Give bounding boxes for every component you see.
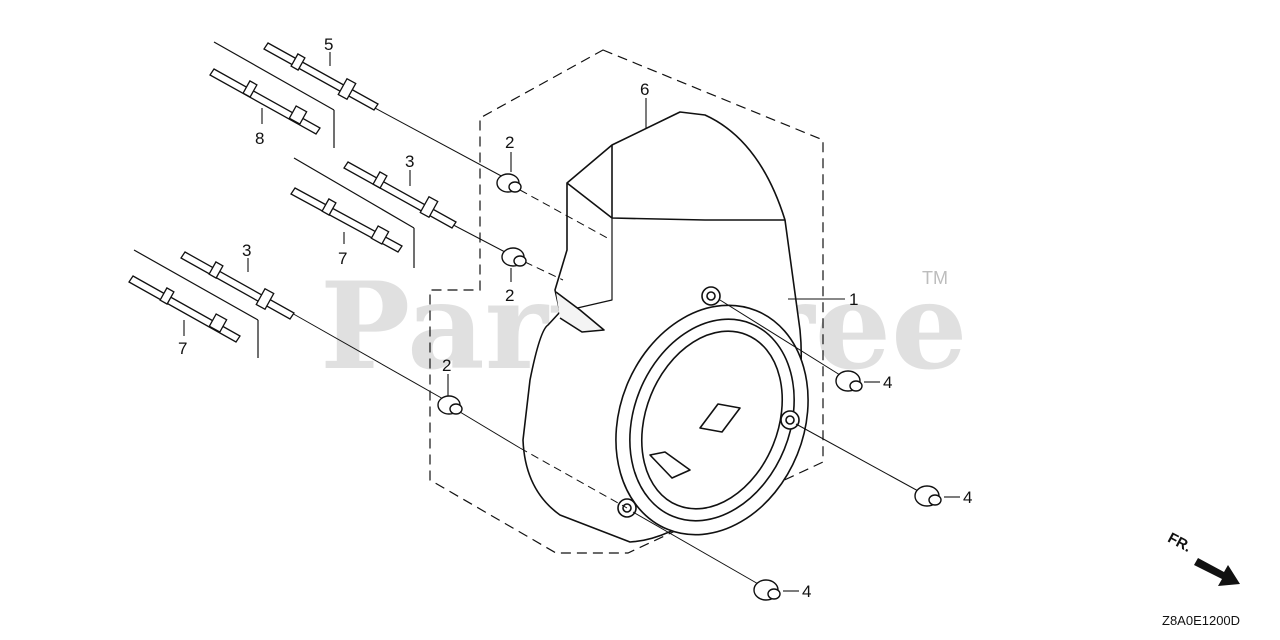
stud-bolts: [128, 42, 457, 343]
fan-shroud: [522, 111, 809, 543]
callout-4-mid: 4: [963, 488, 972, 507]
callout-2-mid: 2: [505, 286, 514, 305]
assembly-boundary: [429, 49, 824, 554]
callout-numbers: 1 2 2 2 3 3 4 4 4 5 6 7 7 8: [178, 35, 972, 601]
collars-and-nuts: [437, 173, 942, 601]
stud-bolt-3b: [180, 251, 295, 320]
stud-bolt-7b: [128, 275, 241, 343]
collar-2-mid: [501, 247, 527, 267]
stud-bolt-7a: [290, 187, 403, 253]
stud-bolt-8: [209, 68, 321, 135]
diagram-code: Z8A0E1200D: [1162, 613, 1240, 628]
callout-2-top: 2: [505, 133, 514, 152]
callout-1: 1: [849, 290, 858, 309]
stud-bolt-5: [263, 42, 379, 111]
stud-bolt-3a: [343, 161, 457, 229]
collar-2-top: [496, 173, 522, 193]
front-direction-label: FR.: [1165, 529, 1194, 555]
nut-4-top: [835, 370, 863, 392]
callout-4-low: 4: [802, 582, 811, 601]
callout-4-top: 4: [883, 373, 892, 392]
stud-brackets: [133, 41, 415, 358]
callout-6: 6: [640, 80, 649, 99]
callout-8: 8: [255, 129, 264, 148]
leader-lines: [289, 99, 921, 586]
callout-7-upper: 7: [338, 249, 347, 268]
callout-3-upper: 3: [405, 152, 414, 171]
collar-2-low: [437, 395, 463, 415]
callout-5: 5: [324, 35, 333, 54]
front-direction-indicator: FR.: [1165, 529, 1240, 586]
callout-3-lower: 3: [242, 241, 251, 260]
arrow-right-down-icon: [1194, 558, 1240, 586]
watermark-trademark: TM: [922, 268, 948, 288]
callout-7-lower: 7: [178, 339, 187, 358]
callout-ticks: [183, 52, 960, 592]
callout-2-low: 2: [442, 356, 451, 375]
nut-4-mid: [914, 485, 942, 507]
nut-4-low: [753, 579, 781, 601]
